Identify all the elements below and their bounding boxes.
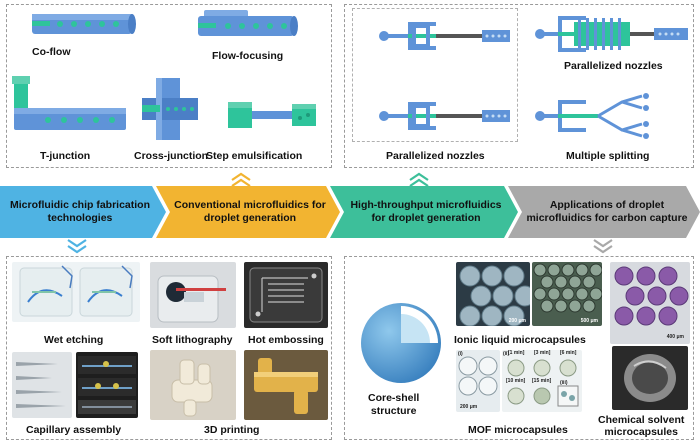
wet-etching-label: Wet etching [44, 334, 104, 346]
scale-bar-mof: 200 μm [460, 404, 478, 410]
banner-applications-line1: Applications of droplet [549, 199, 665, 211]
soft-lithography-label: Soft lithography [152, 334, 233, 346]
3d-printing-photo-1 [150, 350, 236, 420]
ionic-liquid-photo-1: 200 μm [456, 262, 530, 326]
mof-photo-1: (i) 200 μm [456, 350, 500, 412]
co-flow-diagram [32, 14, 136, 34]
core-shell-line2: structure [370, 405, 417, 417]
3d-printing-photo-2 [244, 350, 328, 420]
banner-conventional-line1: Conventional microfluidics for [174, 199, 326, 211]
banner-high-throughput-line2: for droplet generation [371, 212, 481, 224]
3d-printing-label: 3D printing [204, 424, 260, 436]
chemical-solvent-photo-1: 400 μm [610, 262, 690, 344]
chemical-solvent-line2: microcapsules [604, 426, 678, 438]
scale-bar-500: 500 μm [580, 318, 598, 324]
multiple-splitting-device [535, 93, 649, 139]
scale-bar-400: 400 μm [666, 334, 684, 340]
mof-time-15: [15 min] [532, 378, 552, 384]
co-flow-label: Co-flow [32, 46, 71, 58]
hot-embossing-label: Hot embossing [248, 334, 324, 346]
down-chevron-gray [593, 239, 613, 254]
capillary-photo-2 [76, 352, 138, 418]
mof-time-3: [3 min] [534, 350, 551, 356]
t-junction-diagram [12, 76, 126, 130]
wet-etching-photo [12, 262, 140, 322]
flow-focusing-label: Flow-focusing [212, 50, 284, 62]
scale-bar-200-a: 200 μm [508, 318, 526, 324]
banner-arrows [0, 186, 700, 238]
chemical-solvent-photo-2 [612, 346, 688, 410]
nozzle-device-a [379, 22, 510, 50]
banner-fabrication-line1: Microfluidic chip fabrication [9, 199, 150, 211]
ionic-liquid-label: Ionic liquid microcapsules [454, 334, 586, 346]
soft-lithography-photo [150, 262, 236, 328]
up-chevron-green [409, 172, 429, 187]
mof-label-iii: (iii) [560, 380, 568, 386]
mof-label-i: (i) [458, 351, 463, 357]
down-chevron-blue [67, 239, 87, 254]
capillary-assembly-label: Capillary assembly [26, 424, 122, 436]
mof-photo-2: (ii) [1 min] [3 min] [6 min] [10 min] [1… [502, 350, 582, 412]
core-shell-sphere [361, 303, 441, 383]
mof-label: MOF microcapsules [468, 424, 568, 436]
parallelized-nozzles-label-right: Parallelized nozzles [564, 60, 663, 72]
cross-junction-label: Cross-junction [134, 150, 209, 162]
t-junction-label: T-junction [40, 150, 91, 162]
banner-conventional-line2: droplet generation [203, 212, 297, 224]
capillary-photo-1 [12, 352, 72, 418]
ionic-liquid-photo-2: 500 μm [532, 262, 602, 326]
banner-fabrication-line2: technologies [47, 212, 113, 224]
hot-embossing-photo [244, 262, 328, 328]
banner-high-throughput-line1: High-throughput microfluidics [350, 199, 502, 211]
core-shell-line1: Core-shell [368, 392, 420, 404]
mof-time-10: [10 min] [506, 378, 526, 384]
mof-time-1: [1 min] [508, 350, 525, 356]
core-shell-label: Core-shell structure [368, 392, 419, 418]
parallel-nozzle-array-device [535, 16, 688, 52]
nozzle-device-b [379, 102, 510, 130]
parallelized-nozzles-label-left: Parallelized nozzles [386, 150, 485, 162]
step-emulsification-label: Step emulsification [206, 150, 303, 162]
chemical-solvent-label: Chemical solvent microcapsules [598, 414, 684, 438]
chemical-solvent-line1: Chemical solvent [598, 414, 685, 426]
flow-focusing-diagram [198, 10, 298, 36]
mof-label-ii: (ii) [503, 351, 510, 357]
multiple-splitting-label: Multiple splitting [566, 150, 650, 162]
up-chevron-orange [231, 172, 251, 187]
mof-time-6: [6 min] [560, 350, 577, 356]
banner-applications-line2: microfluidics for carbon capture [526, 212, 688, 224]
cross-junction-diagram [142, 78, 198, 140]
step-emulsification-diagram [228, 102, 316, 128]
